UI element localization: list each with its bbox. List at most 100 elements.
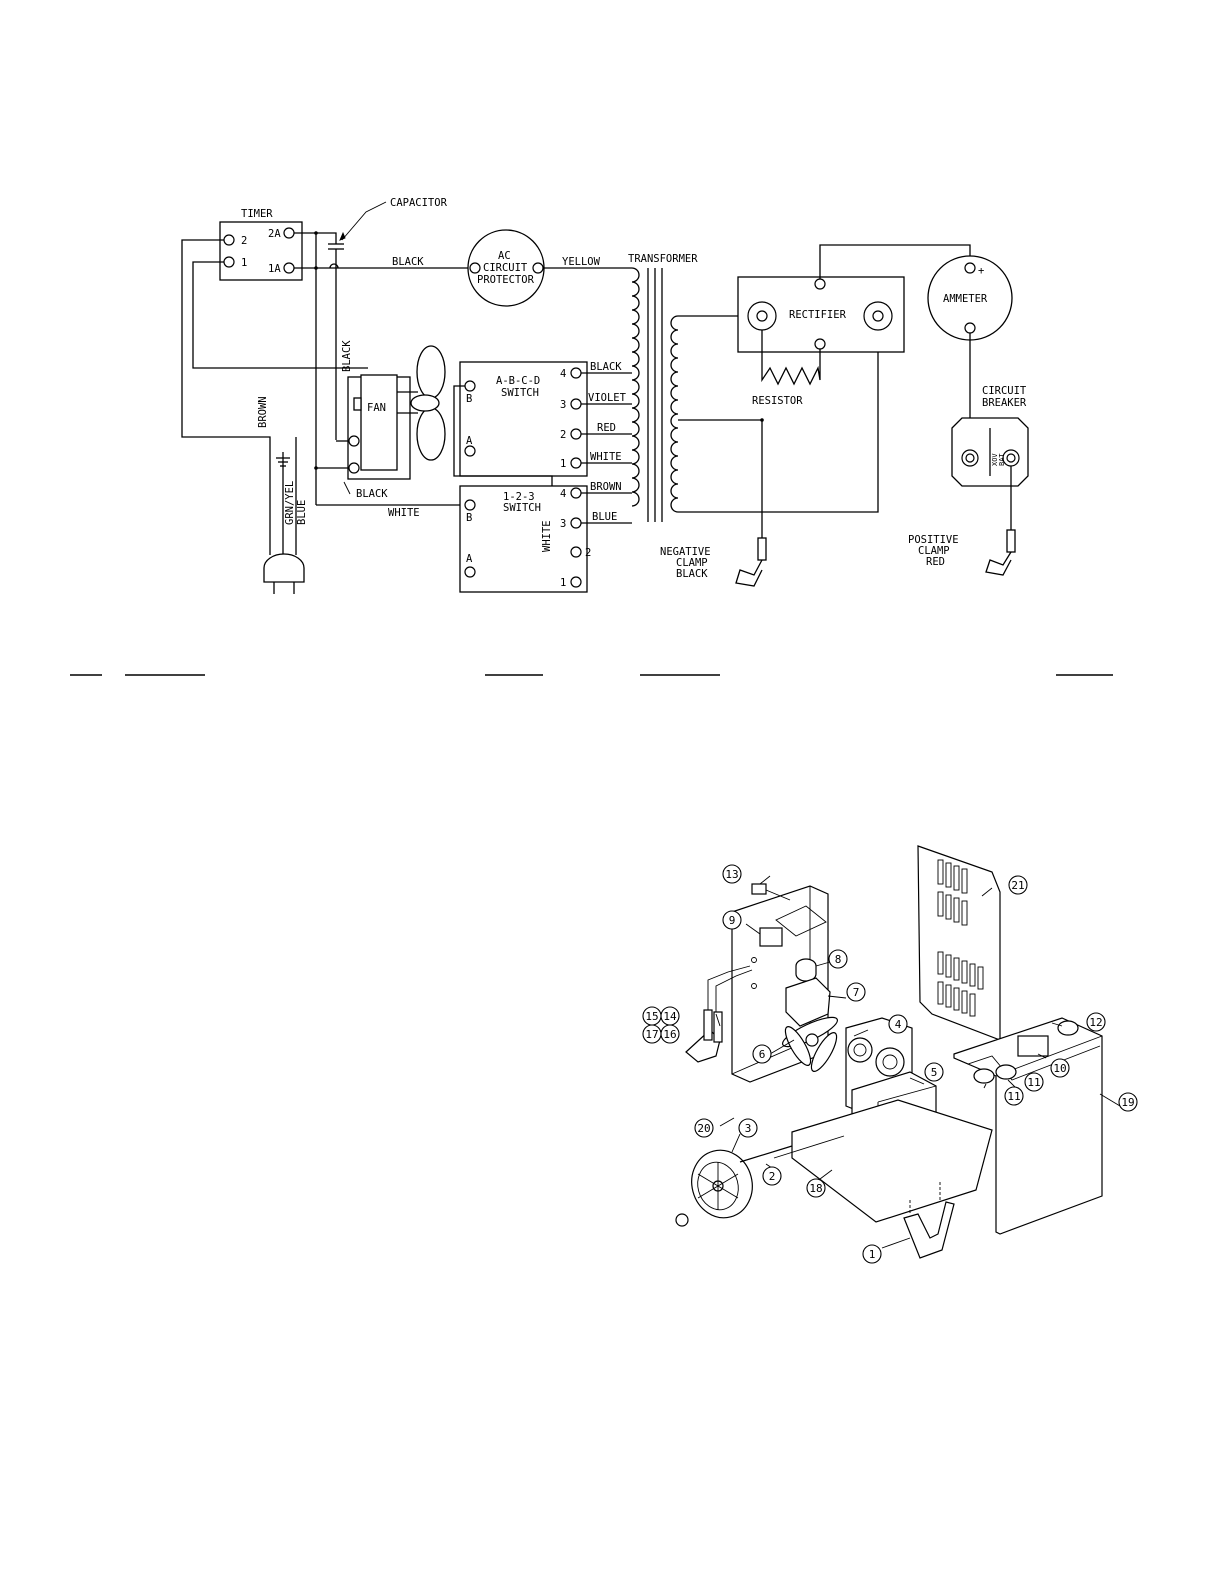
switch-123 — [459, 485, 588, 593]
switch-123-b: B — [466, 512, 472, 524]
svg-text:5: 5 — [931, 1066, 938, 1079]
timer-terminal-1a — [283, 262, 295, 274]
switch-abcd-t2: 2 — [560, 429, 566, 441]
base-plate — [791, 1099, 993, 1223]
svg-text:10: 10 — [1053, 1062, 1066, 1075]
callout-4: 4 — [888, 1014, 908, 1034]
svg-text:13: 13 — [725, 868, 738, 881]
svg-text:12: 12 — [1089, 1016, 1102, 1029]
svg-text:20: 20 — [697, 1122, 710, 1135]
knob-12 — [1057, 1020, 1079, 1036]
svg-text:4: 4 — [895, 1018, 902, 1031]
switch-abcd-a: A — [466, 435, 473, 447]
circuit-breaker-xov: XOV — [991, 453, 999, 466]
svg-text:14: 14 — [663, 1010, 677, 1023]
switch-123-a: A — [466, 553, 473, 565]
wire-yellow: YELLOW — [562, 256, 601, 268]
connector-part — [751, 883, 767, 895]
switch-123-t4: 4 — [560, 488, 566, 500]
wire-black-vertical: BLACK — [341, 340, 353, 372]
svg-text:9: 9 — [729, 914, 736, 927]
switch-abcd-b: B — [466, 393, 472, 405]
switch-123-line1: 1-2-3 — [503, 491, 535, 503]
knob-part — [795, 958, 817, 982]
switch-abcd-line1: A-B-C-D — [496, 375, 540, 387]
callout-17: 17 — [642, 1024, 662, 1044]
callout-21: 21 — [1008, 875, 1028, 895]
svg-text:19: 19 — [1121, 1096, 1134, 1109]
callout-19: 19 — [1118, 1092, 1138, 1112]
timer-terminal-1a-label: 1A — [268, 263, 281, 275]
callout-13: 13 — [722, 864, 742, 884]
timer-terminal-2-label: 2 — [241, 235, 247, 247]
switch-abcd-t3: 3 — [560, 399, 566, 411]
fan-label: FAN — [367, 402, 386, 414]
wire-brown-vertical: BROWN — [257, 396, 269, 428]
wire-sw1-white: WHITE — [590, 451, 622, 463]
callout-20: 20 — [694, 1118, 714, 1138]
callout-1: 1 — [862, 1244, 882, 1264]
callout-10: 10 — [1050, 1058, 1070, 1078]
ac-protector-line1: AC — [498, 250, 511, 262]
circuit-breaker-line2: BREAKER — [982, 397, 1027, 409]
callout-7: 7 — [846, 982, 866, 1002]
wire-sw1-violet: VIOLET — [588, 392, 627, 404]
callout-8: 8 — [828, 949, 848, 969]
callout-15: 15 — [642, 1006, 662, 1026]
svg-text:11: 11 — [1007, 1090, 1020, 1103]
wire-sw2-white: WHITE — [541, 520, 553, 552]
switch-abcd-line2: SWITCH — [501, 387, 539, 399]
circuit-breaker-line1: CIRCUIT — [982, 385, 1027, 397]
fan-part — [782, 1016, 838, 1072]
switch-123-line2: SWITCH — [503, 502, 541, 514]
svg-text:7: 7 — [853, 986, 860, 999]
positive-clamp-line3: RED — [926, 556, 945, 568]
callout-16: 16 — [660, 1024, 680, 1044]
svg-text:15: 15 — [645, 1010, 658, 1023]
wire-sw1-red: RED — [597, 422, 616, 434]
wiring-diagram: TIMER 2 1 2A 1A CAPACITOR BLACK AC CIRCU… — [181, 197, 1029, 594]
fan-motor — [360, 374, 398, 471]
wire-white-bottom: WHITE — [388, 507, 420, 519]
callout-14: 14 — [660, 1006, 680, 1026]
switch-123-t1: 1 — [560, 577, 566, 589]
callout-9: 9 — [722, 910, 742, 930]
svg-text:6: 6 — [759, 1048, 766, 1061]
ammeter-plus: + — [978, 265, 984, 277]
svg-text:1: 1 — [869, 1248, 876, 1261]
capacitor-label: CAPACITOR — [390, 197, 448, 209]
wire-black-top: BLACK — [392, 256, 424, 268]
negative-clamp-line3: BLACK — [676, 568, 708, 580]
switch-part — [785, 977, 831, 1027]
callout-11a: 11 — [1024, 1072, 1044, 1092]
axle-part — [739, 1145, 793, 1163]
callout-12: 12 — [1086, 1012, 1106, 1032]
wire-blue-vertical: BLUE — [296, 500, 308, 525]
svg-text:2: 2 — [769, 1170, 776, 1183]
ammeter-label: AMMETER — [943, 293, 988, 305]
callout-5: 5 — [924, 1062, 944, 1082]
wire-grn-yel: GRN/YEL — [284, 481, 296, 525]
ac-protector-line3: PROTECTOR — [477, 274, 535, 286]
exploded-parts-view: 1 2 3 4 5 6 7 8 9 10 11 11 12 13 14 15 1… — [642, 845, 1138, 1264]
callout-11b: 11 — [1004, 1086, 1024, 1106]
callout-3: 3 — [738, 1118, 758, 1138]
negative-clamp-line1: NEGATIVE — [660, 546, 711, 558]
wire-sw1-black: BLACK — [590, 361, 622, 373]
rectifier-label: RECTIFIER — [789, 309, 847, 321]
switch-123-t3: 3 — [560, 518, 566, 530]
timer-terminal-1 — [223, 256, 235, 268]
wire-sw2-blue: BLUE — [592, 511, 617, 523]
svg-text:3: 3 — [745, 1122, 752, 1135]
resistor-label: RESISTOR — [752, 395, 803, 407]
meter-part — [1017, 1035, 1049, 1057]
callout-6: 6 — [752, 1044, 772, 1064]
timer-label: TIMER — [241, 208, 273, 220]
power-plug — [263, 553, 305, 583]
svg-text:11: 11 — [1027, 1076, 1040, 1089]
wire-black-bottom: BLACK — [356, 488, 388, 500]
svg-text:8: 8 — [835, 953, 842, 966]
callout-2: 2 — [762, 1166, 782, 1186]
leg-bracket — [903, 1201, 955, 1259]
switch-abcd-t4: 4 — [560, 368, 566, 380]
